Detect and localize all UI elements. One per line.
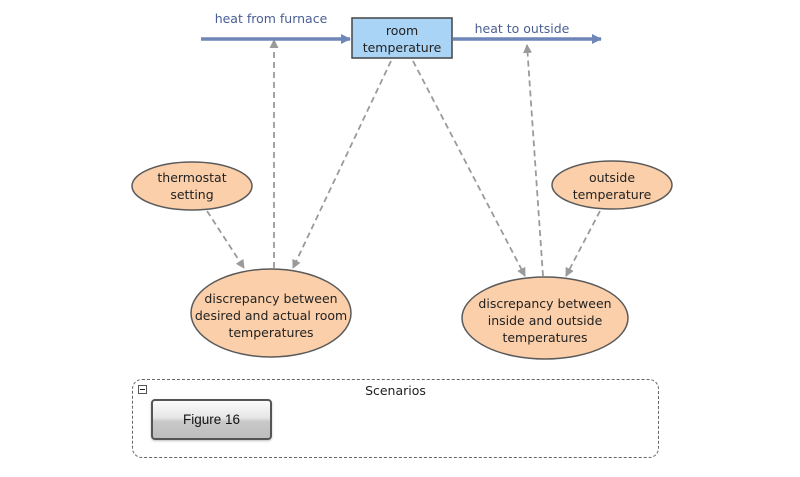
inflow-label: heat from furnace: [215, 11, 328, 26]
stock-label-line-1: room: [386, 23, 418, 38]
discrepancy-outside-label-line-1: discrepancy between: [478, 296, 611, 311]
variable-discrepancy-room[interactable]: discrepancy between desired and actual r…: [190, 268, 352, 358]
scenarios-title: Scenarios: [365, 383, 426, 398]
discrepancy-outside-label-line-2: inside and outside: [488, 313, 603, 328]
stock-room-temperature[interactable]: room temperature: [351, 17, 453, 59]
discrepancy-room-label-line-1: discrepancy between: [204, 291, 337, 306]
stock-label-line-2: temperature: [363, 40, 442, 55]
discrepancy-room-label-line-3: temperatures: [228, 325, 313, 340]
link-room-temperature-to-discrepancy-room: [292, 60, 392, 269]
figure-16-button[interactable]: Figure 16: [151, 399, 272, 440]
variable-outside-temperature[interactable]: outside temperature: [551, 160, 673, 210]
discrepancy-outside-label-line-3: temperatures: [502, 330, 587, 345]
collapse-icon[interactable]: [138, 385, 147, 394]
link-outside-temperature-to-discrepancy-outside: [565, 210, 601, 277]
discrepancy-room-label-line-2: desired and actual room: [195, 308, 347, 323]
link-room-temperature-to-discrepancy-outside: [412, 60, 526, 277]
causal-links: [206, 39, 601, 277]
variable-discrepancy-outside[interactable]: discrepancy between inside and outside t…: [461, 276, 629, 360]
outside-temperature-label-line-2: temperature: [573, 187, 652, 202]
outflow-label: heat to outside: [475, 21, 570, 36]
thermostat-label-line-2: setting: [170, 187, 213, 202]
variable-thermostat-setting[interactable]: thermostat setting: [131, 161, 253, 211]
link-thermostat-to-discrepancy-room: [206, 210, 245, 269]
outside-temperature-label-line-1: outside: [589, 170, 635, 185]
thermostat-label-line-1: thermostat: [157, 170, 226, 185]
link-discrepancy-outside-to-outside-flow: [523, 44, 544, 277]
scenarios-panel: Scenarios Figure 16: [132, 379, 659, 458]
